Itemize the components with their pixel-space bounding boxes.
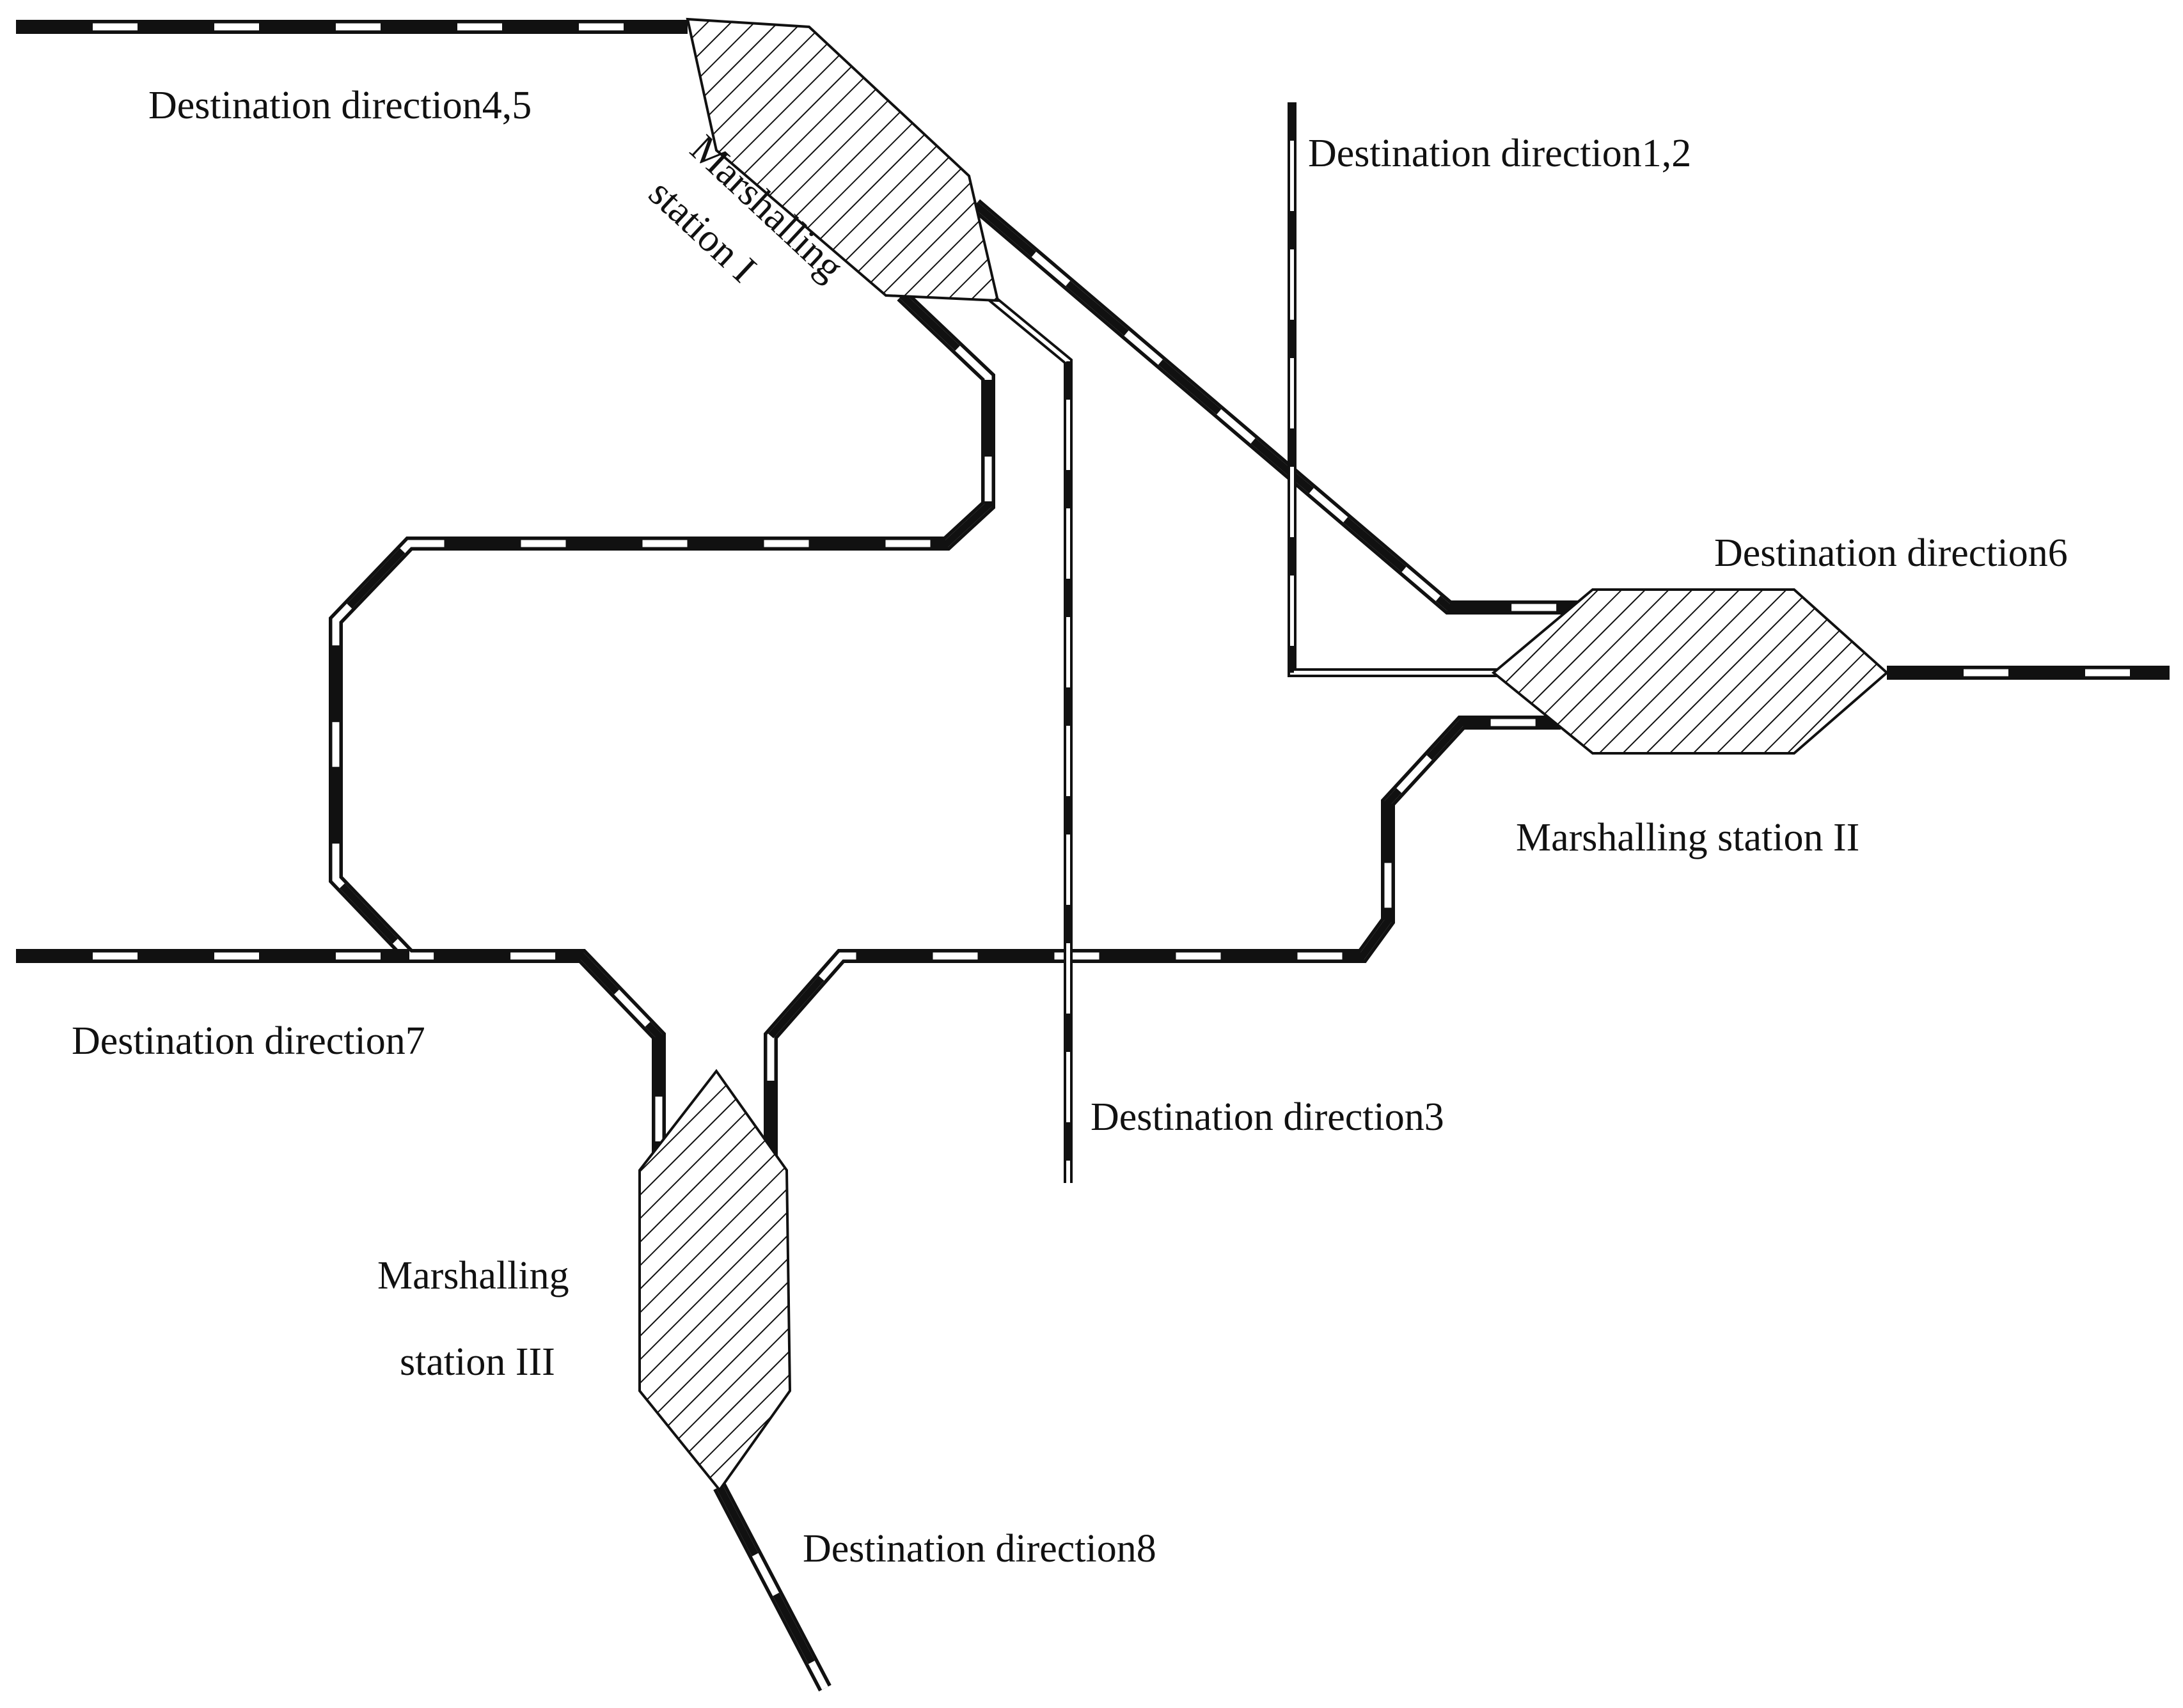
marshalling-station-2[interactable] (1491, 588, 1889, 755)
label-station-2: Marshalling station II (1516, 816, 1859, 859)
label-destination-6: Destination direction6 (1714, 531, 2068, 575)
label-destination-3: Destination direction3 (1091, 1095, 1444, 1139)
marshalling-station-1[interactable] (686, 17, 1000, 302)
marshalling-station-3[interactable] (638, 1069, 792, 1493)
track-station3-to-station2 (764, 716, 1561, 1157)
stations (638, 17, 1889, 1493)
label-station-3-line1: Marshalling (377, 1254, 569, 1297)
label-destination-8: Destination direction8 (803, 1527, 1156, 1571)
track-station1-loop-west (329, 290, 995, 1157)
label-destination-1-2: Destination direction1,2 (1308, 132, 1691, 175)
tracks (16, 20, 2170, 1692)
track-direction-8 (713, 1483, 831, 1692)
label-destination-7: Destination direction7 (72, 1019, 425, 1063)
label-destination-4-5: Destination direction4,5 (148, 84, 532, 127)
thin-lines (985, 102, 1497, 1183)
label-station-3-line2: station III (400, 1340, 555, 1384)
line-direction-3 (985, 292, 1073, 1183)
track-station1-to-station2-upper (970, 199, 1583, 615)
line-direction-1-2 (1288, 102, 1497, 677)
